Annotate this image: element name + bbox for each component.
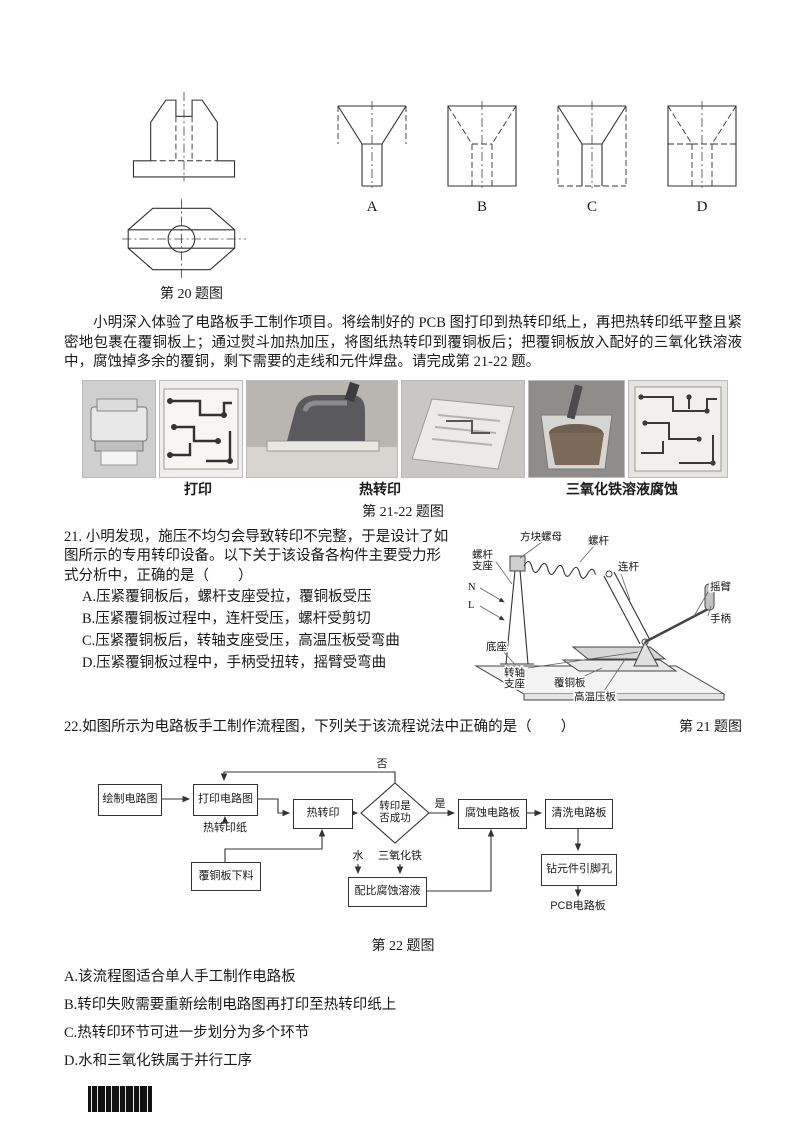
flowchart-connectors (160, 771, 582, 897)
photo-printer (82, 379, 156, 478)
label-screw-support-1: 螺杆 (472, 548, 493, 561)
footer-stamp-image (88, 1086, 152, 1112)
q20-option-a-letter: A (366, 199, 378, 215)
label-screw: 螺杆 (588, 534, 609, 547)
flow-node-feo: 三氧化铁 (378, 849, 422, 862)
rocker-arm-shape (644, 607, 711, 644)
q21-options: A.压紧覆铜板后，螺杆支座受拉，覆铜板受压 B.压紧覆铜板过程中，连杆受压，螺杆… (64, 586, 452, 674)
pivot-support-shape (633, 641, 659, 667)
label-pivot-support-1: 转轴 (504, 666, 525, 679)
q22-option-b[interactable]: B.转印失败需要重新绘制电路图再打印至热转印纸上 (64, 997, 397, 1014)
q22-stem: 22.如图所示为电路板手工制作流程图，下列关于该流程说法中正确的是（ ） (64, 719, 576, 736)
q20-option-c-letter: C (586, 199, 597, 215)
label-rocker: 摇臂 (710, 580, 731, 593)
photo-transfer-paper (401, 379, 525, 478)
q20-option-d[interactable]: D (662, 98, 742, 218)
q20-option-c-drawing (557, 101, 627, 188)
q20-option-c[interactable]: C (552, 98, 632, 218)
flow-node-decision: 转印是否成功 (379, 800, 411, 824)
q20-figure: A B C (64, 88, 742, 282)
q22-option-a[interactable]: A.该流程图适合单人手工制作电路板 (64, 969, 296, 986)
q20-option-b-letter: B (476, 199, 487, 215)
flow-label-no: 否 (376, 757, 388, 770)
q20-figure-caption: 第 20 题图 (160, 287, 223, 302)
flow-node-solution: 配比腐蚀溶液 (348, 876, 427, 907)
photo-caption-etch: 三氧化铁溶液腐蚀 (566, 482, 678, 498)
q20-option-d-letter: D (696, 199, 708, 215)
q22-option-c[interactable]: C.热转印环节可进一步划分为多个环节 (64, 1025, 310, 1042)
flow-node-print: 打印电路图 (193, 783, 258, 816)
decision-diamond (360, 782, 430, 844)
screw-support-shape (500, 569, 534, 665)
label-handle: 手柄 (710, 612, 731, 625)
label-l: L (468, 600, 474, 611)
label-link: 连杆 (618, 560, 639, 573)
photo-caption-print: 打印 (184, 482, 212, 498)
photo-etched-board (628, 379, 728, 478)
q20-option-a-drawing (337, 101, 407, 188)
label-hot-plate: 高温压板 (574, 690, 616, 703)
flow-node-paper: 热转印纸 (203, 821, 247, 834)
label-base: 底座 (486, 640, 507, 653)
q20-front-view-drawing (132, 92, 236, 181)
q22-figure-caption: 第 22 题图 (371, 938, 435, 954)
q21-option-a[interactable]: A.压紧覆铜板后，螺杆支座受拉，覆铜板受压 (82, 588, 372, 605)
label-block-nut: 方块螺母 (520, 530, 562, 543)
q21-text-column: 21. 小明发现，施压不均匀会导致转印不完整，于是设计了如图所示的专用转印设备。… (64, 528, 458, 710)
q20-top-view-drawing (122, 199, 246, 279)
q20-option-a[interactable]: A (332, 98, 412, 218)
label-screw-support-2: 支座 (472, 559, 493, 572)
page-content: A B C (64, 88, 742, 1076)
q20-answer-figures: A B C (332, 98, 742, 218)
copper-board-shape (561, 659, 678, 672)
q21-22-intro-paragraph: 小明深入体验了电路板手工制作项目。将绘制好的 PCB 图打印到热转印纸上，再把热… (64, 315, 742, 370)
flow-node-clean: 清洗电路板 (545, 798, 613, 829)
photo-pcb-artwork (159, 379, 243, 478)
label-copper-board: 覆铜板 (554, 676, 586, 689)
flow-label-yes: 是 (434, 797, 446, 810)
photo-caption-transfer: 热转印 (359, 482, 401, 498)
link-rods-shape (603, 572, 651, 645)
flow-node-board: 覆铜板下料 (191, 861, 261, 891)
q20-option-d-drawing (667, 101, 737, 188)
process-photos (82, 379, 742, 478)
screw-shape (523, 561, 596, 580)
q22-option-d[interactable]: D.水和三氧化铁属于并行工序 (64, 1053, 253, 1070)
flow-node-drill: 钻元件引脚孔 (541, 853, 617, 886)
photo-etching-tank (528, 379, 625, 478)
q20-option-b[interactable]: B (442, 98, 522, 218)
block-nut-shape (509, 555, 526, 572)
q22-options: A.该流程图适合单人手工制作电路板 B.转印失败需要重新绘制电路图再打印至热转印… (64, 964, 742, 1076)
flow-node-pcb: PCB电路板 (550, 899, 606, 912)
q22-flowchart: 绘制电路图 打印电路图 热转印 转印是否成功 腐蚀电路板 清洗电路板 钻元件引脚… (73, 756, 733, 928)
label-pivot-support-2: 支座 (504, 677, 525, 690)
q21-device-figure: 方块螺母 螺杆 螺杆 支座 连杆 N L 摇臂 手柄 底座 转轴 支座 覆铜板 … (458, 528, 742, 710)
q21-22-figure-caption: 第 21-22 题图 (362, 504, 444, 520)
q20-given-views (64, 88, 304, 282)
question-21: 21. 小明发现，施压不均匀会导致转印不完整，于是设计了如图所示的专用转印设备。… (64, 528, 742, 710)
q21-option-c[interactable]: C.压紧覆铜板后，转轴支座受压，高温压板受弯曲 (82, 632, 400, 649)
flow-node-draw: 绘制电路图 (98, 783, 162, 816)
q21-device-drawing: 方块螺母 螺杆 螺杆 支座 连杆 N L 摇臂 手柄 底座 转轴 支座 覆铜板 … (467, 529, 733, 705)
flow-node-transfer: 热转印 (293, 798, 353, 829)
flow-node-water: 水 (352, 849, 364, 862)
q20-option-b-drawing (447, 101, 517, 188)
flow-node-etch: 腐蚀电路板 (458, 798, 527, 829)
photo-iron-pressing (246, 379, 398, 478)
q21-option-b[interactable]: B.压紧覆铜板过程中，连杆受压，螺杆受剪切 (82, 610, 371, 627)
q22-stem-row: 22.如图所示为电路板手工制作流程图，下列关于该流程说法中正确的是（ ） 第 2… (64, 718, 742, 737)
photo-captions: 打印 热转印 三氧化铁溶液腐蚀 (82, 482, 742, 504)
q21-figure-caption: 第 21 题图 (679, 720, 742, 736)
q21-stem: 21. 小明发现，施压不均匀会导致转印不完整，于是设计了如图所示的专用转印设备。… (64, 529, 449, 584)
q21-option-d[interactable]: D.压紧覆铜板过程中，手柄受扭转，摇臂受弯曲 (82, 654, 387, 671)
label-n: N (468, 582, 476, 593)
